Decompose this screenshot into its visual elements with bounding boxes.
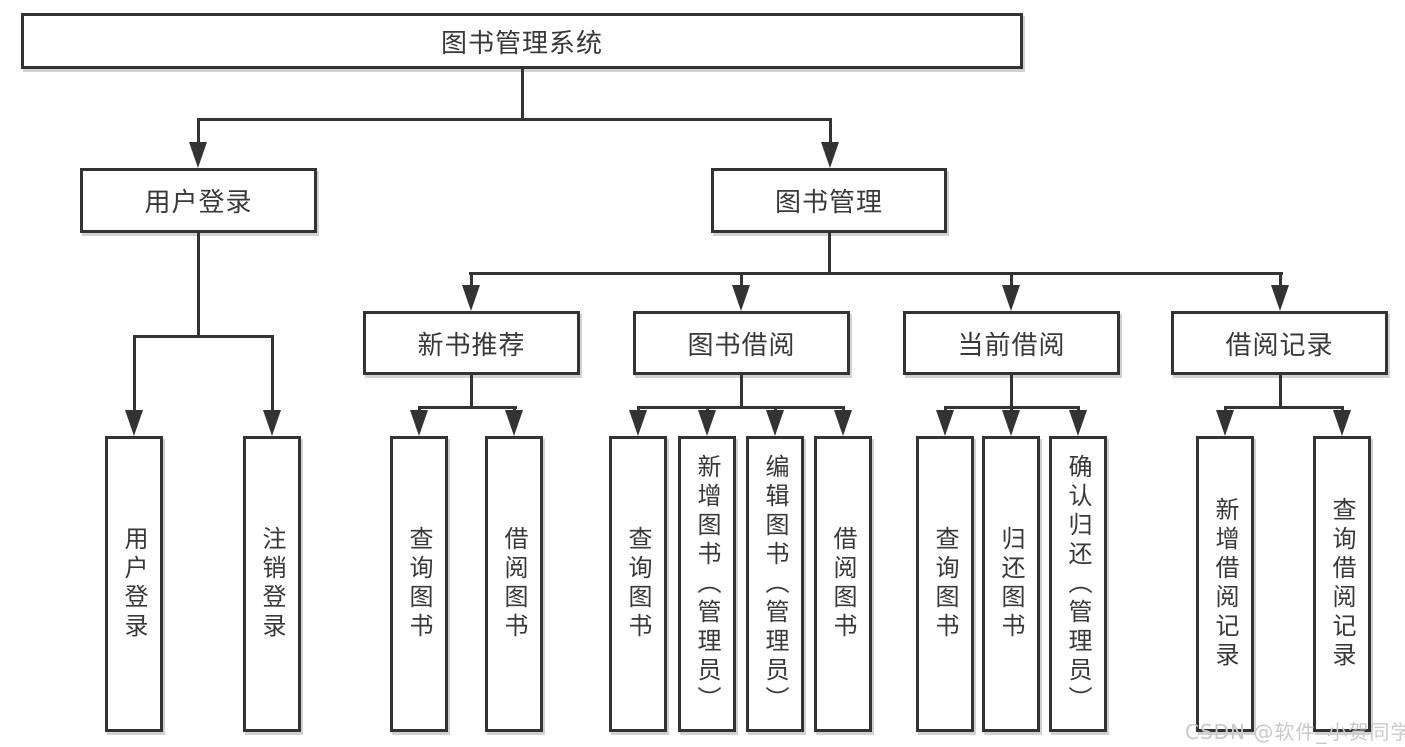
leaf-borrow-books-recommend: 借阅图书 xyxy=(485,436,543,732)
connector-arrow-shaft xyxy=(1223,406,1227,413)
connector-stem-borrow-records xyxy=(1278,375,1282,406)
arrowhead-down-icon xyxy=(462,285,480,311)
node-new-book-recommendation: 新书推荐 xyxy=(363,311,580,375)
arrowhead-down-icon xyxy=(1271,285,1289,311)
leaf-label: 确认归还（管理员） xyxy=(1064,453,1092,715)
connector-arrow-shaft xyxy=(1278,272,1282,288)
node-user-login: 用户登录 xyxy=(80,168,317,233)
leaf-return-books: 归还图书 xyxy=(982,436,1040,732)
connector-arrow-shaft xyxy=(196,118,200,146)
connector-stem-root xyxy=(520,69,524,118)
leaf-label: 查询图书 xyxy=(624,526,652,642)
arrowhead-down-icon xyxy=(766,410,784,436)
node-label: 图书借阅 xyxy=(687,330,796,361)
node-label: 新书推荐 xyxy=(417,330,526,361)
connector-arrow-shaft xyxy=(739,272,743,288)
leaf-label: 查询借阅记录 xyxy=(1328,497,1356,671)
csdn-watermark: CSDN @软件_小贺同学 xyxy=(1185,720,1405,744)
node-label: 图书管理 xyxy=(774,188,883,218)
connector-arrow-shaft xyxy=(1340,406,1344,413)
connector-stem-book-management xyxy=(827,233,831,272)
leaf-logout-login: 注销登录 xyxy=(243,436,301,732)
leaf-query-borrow-record: 查询借阅记录 xyxy=(1313,436,1371,732)
arrowhead-down-icon xyxy=(263,410,281,436)
connector-arrow-shaft xyxy=(1009,406,1013,413)
leaf-label: 查询图书 xyxy=(405,526,433,642)
connector-arrow-shaft xyxy=(512,406,516,413)
arrowhead-down-icon xyxy=(936,410,954,436)
arrowhead-down-icon xyxy=(698,410,716,436)
arrowhead-down-icon xyxy=(1002,285,1020,311)
leaf-label: 注销登录 xyxy=(258,526,286,642)
connector-bus-root xyxy=(196,118,832,121)
connector-arrow-shaft xyxy=(773,406,777,413)
leaf-label: 新增图书（管理员） xyxy=(693,453,721,715)
arrowhead-down-icon xyxy=(732,285,750,311)
connector-arrow-shaft xyxy=(469,272,473,288)
leaf-confirm-return-admin: 确认归还（管理员） xyxy=(1049,436,1107,732)
node-label: 当前借阅 xyxy=(957,330,1066,361)
connector-bus-book-management xyxy=(468,272,1283,275)
connector-stem-user-login xyxy=(196,233,200,335)
node-label: 图书管理系统 xyxy=(440,28,603,59)
leaf-query-books-borrowing: 查询图书 xyxy=(609,436,667,732)
leaf-borrow-books-borrowing: 借阅图书 xyxy=(814,436,872,732)
leaf-query-books-current: 查询图书 xyxy=(916,436,974,732)
connector-stem-current-borrowing xyxy=(1009,375,1013,406)
arrowhead-down-icon xyxy=(189,142,207,168)
leaf-edit-book-admin: 编辑图书（管理员） xyxy=(746,436,804,732)
arrowhead-down-icon xyxy=(629,410,647,436)
arrowhead-down-icon xyxy=(125,410,143,436)
leaf-label: 归还图书 xyxy=(997,526,1025,642)
arrowhead-down-icon xyxy=(821,142,839,168)
connector-arrow-shaft xyxy=(132,335,136,413)
node-book-management: 图书管理 xyxy=(711,168,947,233)
connector-arrow-shaft xyxy=(841,406,845,413)
node-borrowing-records: 借阅记录 xyxy=(1171,311,1388,375)
node-root: 图书管理系统 xyxy=(21,13,1023,69)
connector-bus-borrow-records xyxy=(1223,406,1344,409)
connector-stem-book-borrowing xyxy=(739,375,743,406)
node-book-borrowing: 图书借阅 xyxy=(633,311,850,375)
connector-bus-user-login xyxy=(132,335,274,338)
arrowhead-down-icon xyxy=(834,410,852,436)
leaf-label: 新增借阅记录 xyxy=(1211,497,1239,671)
leaf-label: 借阅图书 xyxy=(500,526,528,642)
leaf-label: 用户登录 xyxy=(120,526,148,642)
leaf-label: 查询图书 xyxy=(931,526,959,642)
arrowhead-down-icon xyxy=(410,410,428,436)
arrowhead-down-icon xyxy=(505,410,523,436)
connector-arrow-shaft xyxy=(828,118,832,146)
connector-arrow-shaft xyxy=(636,406,640,413)
arrowhead-down-icon xyxy=(1333,410,1351,436)
arrowhead-down-icon xyxy=(1216,410,1234,436)
connector-arrow-shaft xyxy=(270,335,274,413)
leaf-query-books-recommend: 查询图书 xyxy=(390,436,448,732)
connector-arrow-shaft xyxy=(417,406,421,413)
arrowhead-down-icon xyxy=(1069,410,1087,436)
node-label: 借阅记录 xyxy=(1225,330,1334,361)
leaf-add-borrow-record: 新增借阅记录 xyxy=(1196,436,1254,732)
leaf-user-login: 用户登录 xyxy=(105,436,163,732)
connector-bus-new-book xyxy=(417,406,517,409)
leaf-label: 编辑图书（管理员） xyxy=(761,453,789,715)
connector-arrow-shaft xyxy=(1009,272,1013,288)
arrowhead-down-icon xyxy=(1002,410,1020,436)
connector-bus-book-borrowing xyxy=(636,406,845,409)
connector-arrow-shaft xyxy=(1076,406,1080,413)
leaf-label: 借阅图书 xyxy=(829,526,857,642)
leaf-add-book-admin: 新增图书（管理员） xyxy=(678,436,736,732)
connector-arrow-shaft xyxy=(943,406,947,413)
node-current-borrowing: 当前借阅 xyxy=(903,311,1120,375)
connector-stem-new-book xyxy=(469,375,473,406)
connector-arrow-shaft xyxy=(705,406,709,413)
node-label: 用户登录 xyxy=(144,188,253,218)
